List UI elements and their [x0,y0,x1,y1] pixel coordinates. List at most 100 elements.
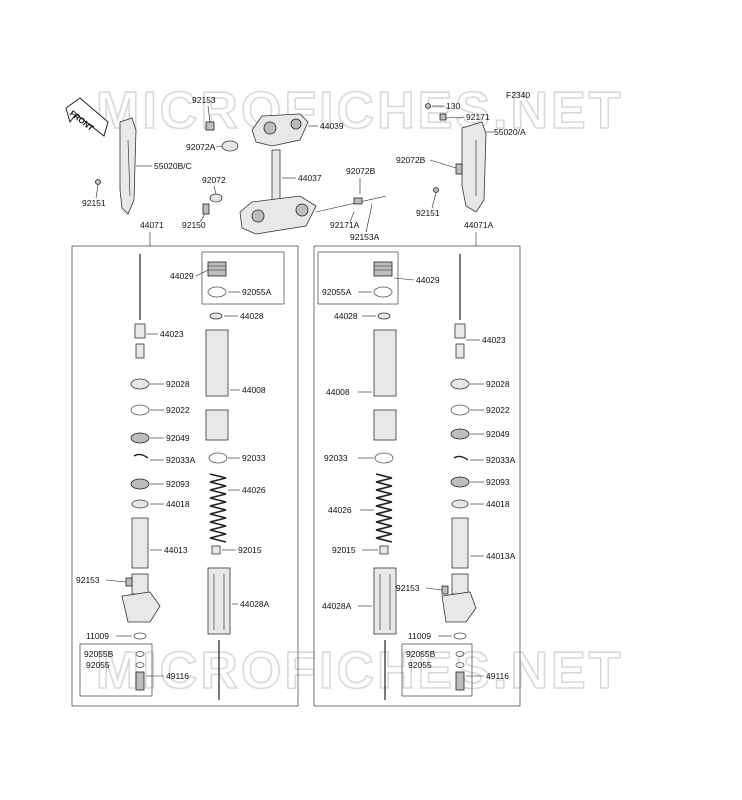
label-92153-right: 92153 [396,583,420,593]
bolt-92151-left [95,179,101,185]
collar-92015-right [379,545,389,555]
spacer-44028-right [377,312,391,320]
oring-92055a-right [373,286,393,298]
inner-tube-44008-left [205,329,229,441]
spacer-44028-left [209,312,223,320]
spring-44026-right [375,473,393,543]
label-44008-left: 44008 [242,385,266,395]
label-92072: 92072 [202,175,226,185]
steering-stem-44037 [239,149,317,235]
label-55020a: 55020/A [494,127,526,137]
label-44023-left: 44023 [160,329,184,339]
label-44028-left: 44028 [240,311,264,321]
bolt-92151-right [433,187,439,193]
label-92055-left: 92055 [86,660,110,670]
oring-92055b-right [455,651,465,657]
fork-guard-left [119,117,137,215]
label-92033-right: 92033 [324,453,348,463]
bushing-92028-left [130,378,150,390]
label-92072a: 92072A [186,142,216,152]
label-92151-left: 92151 [82,198,106,208]
label-49116-left: 49116 [166,671,189,681]
left-cap-subbox [201,251,285,305]
label-44013a-right: 44013A [486,551,516,561]
oring-92055a-left [207,286,227,298]
watermark-top: MICROFICHES.NET [96,82,623,140]
label-44028-right: 44028 [334,311,358,321]
clamp-92072b-right [455,163,463,175]
right-bottom-subbox [401,643,473,697]
oring-92033-right [374,452,394,464]
washer-92022-right [450,404,470,416]
label-92055a-left: 92055A [242,287,272,297]
stopper-44018-right [451,499,469,509]
stopper-44018-left [131,499,149,509]
label-92015-left: 92015 [238,545,262,555]
upper-bracket-44039 [251,113,309,147]
label-92093-right: 92093 [486,477,510,487]
label-44018-left: 44018 [166,499,190,509]
bushing-92028-right [450,378,470,390]
outer-tube-44013a-right [441,517,477,623]
label-92055-right: 92055 [408,660,432,670]
label-92033a-right: 92033A [486,455,516,465]
label-44028a-left: 44028A [240,599,270,609]
label-92171-top: 92171 [466,112,490,122]
label-92028-right: 92028 [486,379,510,389]
label-44008-right: 44008 [326,387,350,397]
label-92093-left: 92093 [166,479,190,489]
fork-cap-44029-left [207,261,227,277]
label-92049-right: 92049 [486,429,510,439]
bolt-92153 [205,121,215,131]
cartridge-44028a-right [373,567,397,700]
label-92171a: 92171A [330,220,360,230]
outer-tube-44013-left [121,517,161,623]
label-44039: 44039 [320,121,344,131]
left-bottom-subbox [79,643,153,697]
label-92033a-left: 92033A [166,455,196,465]
fork-guard-right [461,121,487,213]
label-92055a-right: 92055A [322,287,352,297]
label-44023-right: 44023 [482,335,506,345]
watermark-bottom: MICROFICHES.NET [96,642,623,700]
bolt-92153-right [441,585,449,595]
oil-seal-92049-left [130,432,150,444]
cartridge-44028a-left [207,567,231,700]
label-92033-left: 92033 [242,453,266,463]
label-92028-left: 92028 [166,379,190,389]
oring-92033-left [208,452,228,464]
label-49116-right: 49116 [486,671,509,681]
washer-92022-left [130,404,150,416]
inner-tube-44008-right [373,329,397,441]
gasket-11009-left [133,632,147,640]
damper-rod-44023-right [454,254,466,359]
label-92055b-right: 92055B [406,649,436,659]
label-55020bc: 55020B/C [154,161,192,171]
label-92150: 92150 [182,220,206,230]
fork-cap-44029-right [373,261,393,277]
circlip-92033a-right [453,455,469,461]
label-92015-right: 92015 [332,545,356,555]
dust-seal-92093-right [450,476,470,488]
label-130: 130 [446,101,460,111]
label-44071a: 44071A [464,220,494,230]
clip-92171 [439,113,447,121]
label-92151-right: 92151 [416,208,440,218]
right-fork-box [313,245,521,707]
label-44037: 44037 [298,173,322,183]
spring-44026-left [209,473,227,543]
collar-92015-left [211,545,221,555]
label-11009-left: 11009 [86,631,109,641]
brake-hose-clamp-line [315,195,387,213]
label-92049-left: 92049 [166,433,190,443]
label-44026-right: 44026 [328,505,352,515]
label-44071: 44071 [140,220,164,230]
label-92055b-left: 92055B [84,649,114,659]
figure-code: F2340 [506,90,530,100]
damper-rod-44023-left [134,254,146,359]
oil-seal-92049-right [450,428,470,440]
label-92153-left: 92153 [76,575,100,585]
label-92022-right: 92022 [486,405,510,415]
label-44029-right: 44029 [416,275,440,285]
